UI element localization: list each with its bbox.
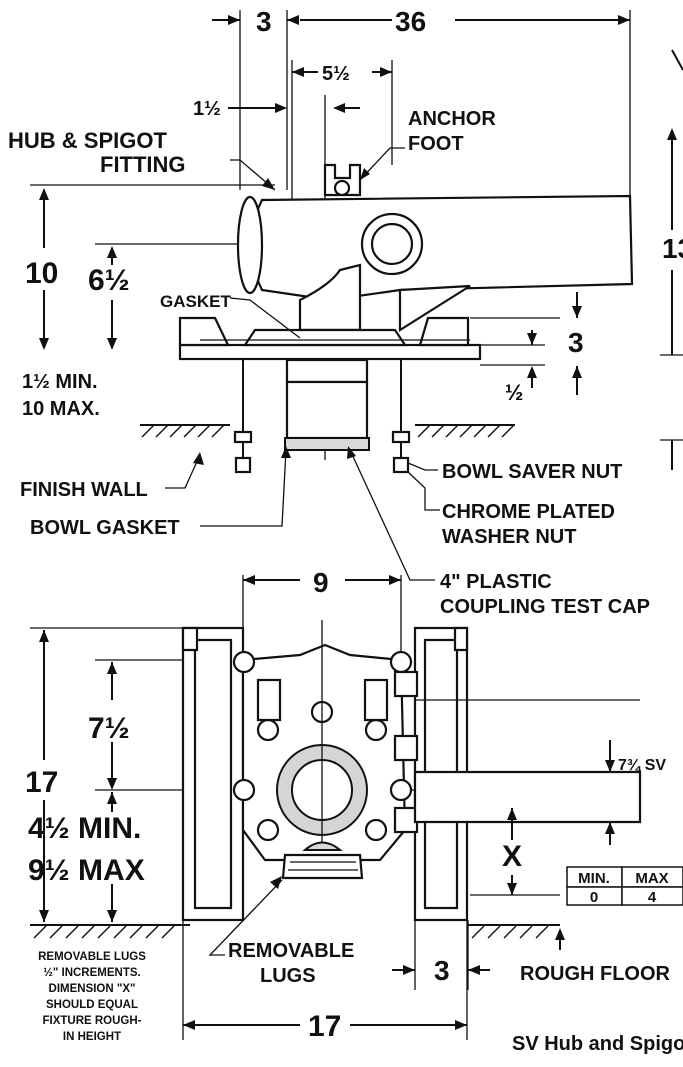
label-range-max: 9½ MAX [28, 854, 145, 887]
dim-17-bottom: 17 [308, 1010, 341, 1043]
note-line: ½" INCREMENTS. [43, 967, 140, 979]
note-line: SHOULD EQUAL [46, 999, 138, 1011]
note-line: REMOVABLE LUGS [38, 951, 146, 963]
label-removable-line2: LUGS [260, 965, 316, 987]
dim-3-top: 3 [256, 6, 272, 37]
dim-13-cut: 13 [662, 233, 683, 264]
note-line: DIMENSION "X" [49, 983, 136, 995]
label-range-min: 4½ MIN. [28, 812, 141, 845]
label-bowl-saver-nut: BOWL SAVER NUT [442, 461, 622, 483]
label-bowl-gasket: BOWL GASKET [30, 517, 180, 539]
label-min-line1: 1½ MIN. [22, 371, 98, 393]
caption: SV Hub and Spigot [512, 1033, 683, 1055]
table-cell-max [621, 886, 683, 906]
label-anchor: ANCHOR [408, 108, 496, 130]
dim-7-half: 7½ [88, 712, 130, 745]
dim-10: 10 [25, 257, 58, 290]
note-line: IN HEIGHT [63, 1031, 121, 1043]
dim-3-right: 3 [568, 327, 584, 358]
dim-1-half: 1½ [193, 98, 221, 120]
label-plastic-line1: 4" PLASTIC [440, 571, 552, 593]
label-gasket: GASKET [160, 292, 231, 311]
table-value-max: 4 [648, 889, 657, 906]
table-header-min-text: MIN. [578, 870, 610, 887]
label-rough-floor: ROUGH FLOOR [520, 963, 671, 985]
dim-3-bottom: 3 [434, 955, 450, 986]
dim-9: 9 [313, 567, 329, 598]
dim-6-half: 6½ [88, 264, 130, 297]
label-removable-line1: REMOVABLE [228, 940, 354, 962]
dim-17-left: 17 [25, 766, 58, 799]
dim-5-half: 5½ [322, 63, 350, 85]
label-fitting: FITTING [100, 152, 186, 177]
label-foot: FOOT [408, 133, 464, 155]
label-chrome-line1: CHROME PLATED [442, 501, 615, 523]
label-min-line2: 10 MAX. [22, 398, 100, 420]
label-dim-x: X [502, 840, 522, 873]
dim-half: ½ [505, 380, 523, 405]
label-plastic-line2: COUPLING TEST CAP [440, 596, 650, 618]
table-value-min: 0 [590, 889, 598, 906]
label-chrome-line2: WASHER NUT [442, 526, 576, 548]
side-view [30, 10, 683, 581]
note-line: FIXTURE ROUGH- [42, 1015, 141, 1027]
front-view [30, 575, 683, 1040]
dim-36: 36 [395, 6, 426, 37]
table-header-max-text: MAX [635, 870, 668, 887]
label-hub-spigot: HUB & SPIGOT [8, 128, 167, 153]
label-finish-wall: FINISH WALL [20, 479, 148, 501]
label-sv-height: 7¾ SV [618, 757, 666, 774]
